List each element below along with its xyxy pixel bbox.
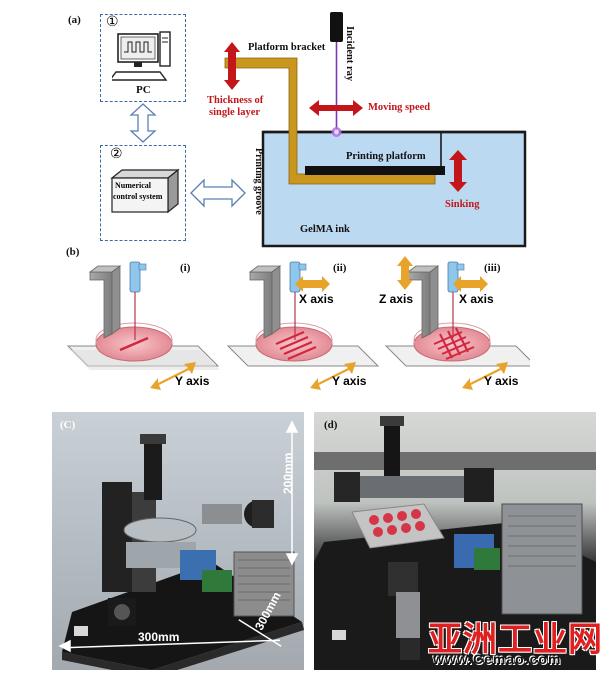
y-axis-label-i: Y axis [175,374,210,388]
printing-schematic [224,12,527,248]
printing-platform-label: Printing platform [346,151,426,162]
dim-width-label: 300mm [138,630,180,644]
platform-bracket-label: Platform bracket [248,42,326,53]
ncs-label-line2: control system [113,192,163,201]
horizontal-double-arrow-icon [190,178,246,208]
moving-speed-label: Moving speed [368,102,431,113]
printer-photo-c [58,420,304,670]
panel-b-label: (b) [66,246,80,258]
thickness-label-line1: Thickness of [207,95,264,106]
z-axis-label-iii: Z axis [379,292,414,306]
y-axis-label-ii: Y axis [332,374,367,388]
pc-label: PC [136,84,151,96]
ncs-label-line1: Numerical [115,181,151,190]
sinking-label: Sinking [445,199,480,210]
step-2-marker: ② [110,147,123,162]
panel-a-label: (a) [68,14,81,26]
thickness-label-line2: single layer [209,107,261,118]
vertical-double-arrow-icon [129,103,157,143]
step-1-marker: ① [106,15,119,30]
x-axis-label-ii: X axis [299,292,334,306]
control-box-icon [110,168,180,214]
pc-box [100,14,186,102]
y-axis-label-iii: Y axis [484,374,519,388]
x-axis-label-iii: X axis [459,292,494,306]
sub-ii-label: (ii) [333,262,347,274]
incident-ray-label: Incident ray [344,26,355,82]
panel-d-label: (d) [324,419,338,431]
printing-sequence-illustration [66,256,530,390]
printer-photo-d [314,416,596,670]
ncs-box [100,145,186,241]
gelma-ink-label: GelMA ink [300,224,350,235]
pc-icon [112,31,171,81]
panel-c-photo: (C) 200mm 300mm 300mm [52,412,304,670]
watermark-url: www.Cemao.com [433,651,562,667]
dim-height-label: 200mm [281,452,295,494]
panel-c-label: (C) [60,419,76,431]
sub-iii-label: (iii) [484,262,501,274]
printing-groove-label: Printing groove [253,148,264,215]
panel-d-photo: (d) [314,412,596,670]
sub-i-label: (i) [180,262,191,274]
watermark-logo: 亚洲工业网 [428,620,603,660]
